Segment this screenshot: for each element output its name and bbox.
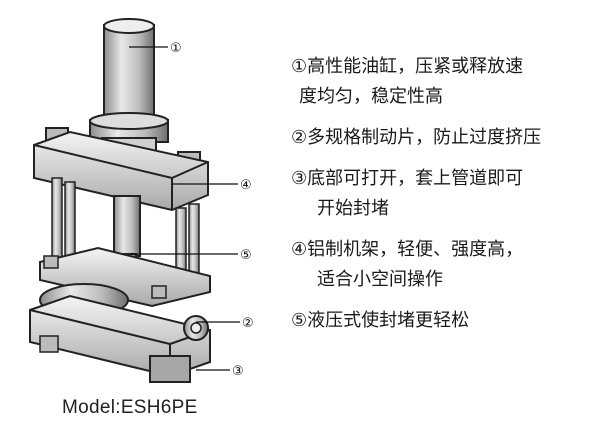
callout-1-label: ① xyxy=(170,41,182,56)
callout-4-label: ④ xyxy=(240,178,252,193)
model-label: Model:ESH6PE xyxy=(62,397,198,418)
callout-2-label: ② xyxy=(242,316,254,331)
feature-4-line-2: 适合小空间操作 xyxy=(317,269,443,290)
feature-1-line-2: 度均匀，稳定性高 xyxy=(299,86,443,107)
feature-1-line-1: ①高性能油缸，压紧或释放速 xyxy=(291,56,524,77)
lower-clamp-assembly xyxy=(29,246,211,383)
feature-list: ①高性能油缸，压紧或释放速 度均匀，稳定性高 ②多规格制动片，防止过度挤压 ③底… xyxy=(291,52,591,347)
top-crossbar xyxy=(33,130,209,212)
feature-5: ⑤液压式使封堵更轻松 xyxy=(291,306,591,336)
feature-4-line-1: ④铝制机架，轻便、强度高， xyxy=(291,239,524,260)
feature-4: ④铝制机架，轻便、强度高， 适合小空间操作 xyxy=(291,235,591,295)
feature-3-line-2: 开始封堵 xyxy=(317,198,389,219)
feature-5-line-1: ⑤液压式使封堵更轻松 xyxy=(291,310,470,331)
hydraulic-cylinder xyxy=(89,18,169,157)
feature-1: ①高性能油缸，压紧或释放速 度均匀，稳定性高 xyxy=(291,52,591,112)
feature-2: ②多规格制动片，防止过度挤压 xyxy=(291,123,591,153)
feature-3: ③底部可打开，套上管道即可 开始封堵 xyxy=(291,164,591,224)
callout-3-label: ③ xyxy=(232,364,244,379)
callout-5-label: ⑤ xyxy=(240,248,252,263)
feature-2-line-1: ②多规格制动片，防止过度挤压 xyxy=(291,127,542,148)
feature-3-line-1: ③底部可打开，套上管道即可 xyxy=(291,168,524,189)
callout-lines xyxy=(129,46,240,371)
